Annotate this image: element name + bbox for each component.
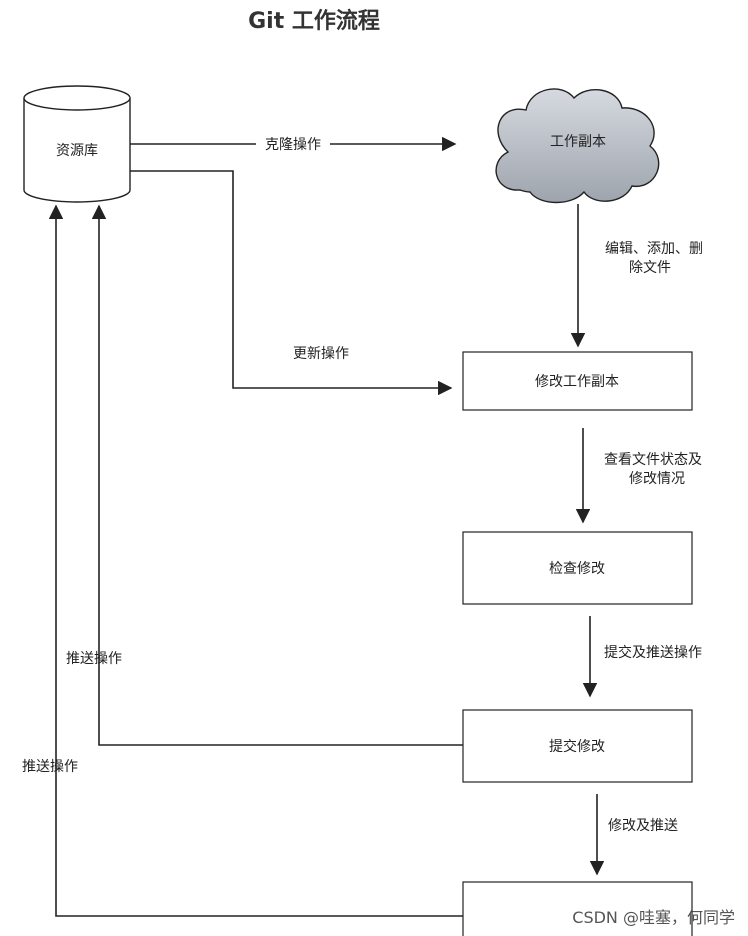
commit-changes-node: 提交修改 xyxy=(462,709,693,783)
modify-working-copy-node: 修改工作副本 xyxy=(462,351,693,411)
repository-label: 资源库 xyxy=(56,143,98,159)
commit-push-label: 提交及推送操作 xyxy=(604,644,702,661)
status-edge: 查看文件状态及 修改情况 xyxy=(575,428,702,524)
commit-push-edge: 提交及推送操作 xyxy=(582,616,702,698)
review-changes-label: 检查修改 xyxy=(549,561,605,577)
push-label-inner: 推送操作 xyxy=(66,651,122,667)
update-edge: 更新操作 xyxy=(130,170,453,396)
watermark-text: CSDN @哇塞，何同学 xyxy=(572,908,735,927)
push-edge-inner: 推送操作 xyxy=(66,204,463,746)
status-label-line-2: 修改情况 xyxy=(629,471,685,487)
diagram-title: Git 工作流程 xyxy=(248,8,380,34)
working-copy-label: 工作副本 xyxy=(550,134,606,150)
status-label-line-1: 查看文件状态及 xyxy=(604,452,702,468)
clone-label: 克隆操作 xyxy=(265,137,321,153)
update-label: 更新操作 xyxy=(293,346,349,362)
edit-edge: 编辑、添加、删 除文件 xyxy=(570,204,703,348)
amend-push-edge: 修改及推送 xyxy=(589,794,678,876)
clone-edge: 克隆操作 xyxy=(130,136,457,153)
edit-label-line-1: 编辑、添加、删 xyxy=(605,241,703,257)
edit-label-line-2: 除文件 xyxy=(629,260,671,276)
modify-working-copy-label: 修改工作副本 xyxy=(535,374,619,390)
commit-changes-label: 提交修改 xyxy=(549,738,605,755)
review-changes-node: 检查修改 xyxy=(462,531,693,605)
amend-push-label: 修改及推送 xyxy=(608,818,678,834)
push-label-outer: 推送操作 xyxy=(22,759,78,775)
repository-node: 资源库 xyxy=(23,85,131,203)
push-edge-outer: 推送操作 xyxy=(22,204,463,917)
last-node: CSDN @哇塞，何同学 xyxy=(462,881,735,936)
working-copy-cloud: 工作副本 xyxy=(495,88,660,204)
